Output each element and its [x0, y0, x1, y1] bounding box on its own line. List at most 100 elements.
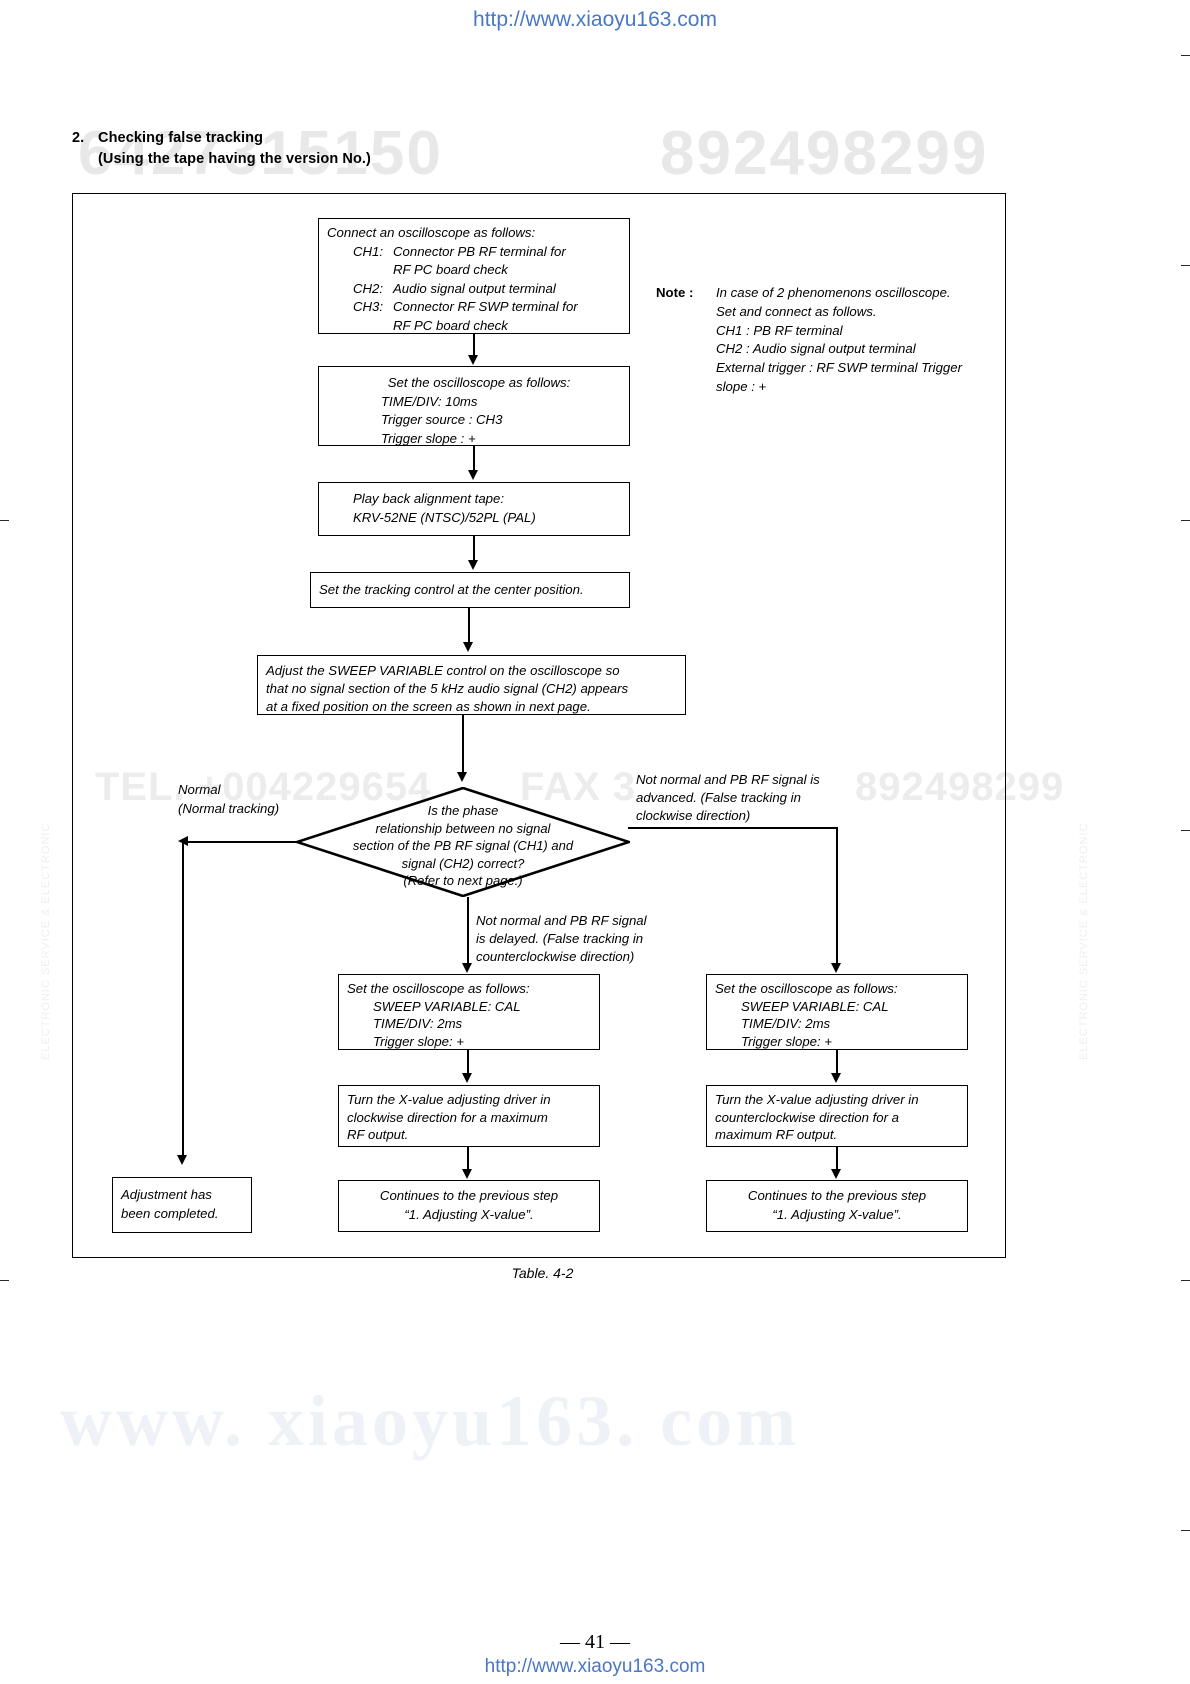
decision-line: signal (CH2) correct?	[401, 855, 525, 871]
decision-line: Is the phase	[427, 803, 499, 818]
branch-advanced-line2: advanced. (False tracking in	[636, 790, 801, 805]
note-line: CH1 : PB RF terminal	[716, 322, 843, 338]
branch-advanced-line1: Not normal and PB RF signal is	[636, 772, 820, 787]
box-connect-ch-row: RF PC board check	[393, 317, 508, 333]
connector-line	[473, 334, 475, 360]
note-keyword: Note :	[656, 285, 694, 300]
connector-line	[182, 841, 184, 1159]
connector-arrow-down	[462, 1073, 472, 1083]
box-scope-left-line: Trigger slope: +	[373, 1033, 465, 1049]
box-driver-left-line: RF output.	[347, 1127, 409, 1142]
box-connect-ch-row: RF PC board check	[393, 262, 508, 277]
box-continue-left-line: “1. Adjusting X-value”.	[404, 1206, 534, 1222]
section-number: 2.	[72, 130, 85, 146]
branch-label-advanced: Not normal and PB RF signal is advanced.…	[636, 771, 820, 825]
edge-tick	[1181, 520, 1190, 521]
connector-line	[467, 897, 469, 969]
connector-line	[836, 827, 838, 969]
box-driver-left-line: clockwise direction for a maximum	[347, 1109, 548, 1125]
watermark-ghost-right: 892498299	[660, 119, 989, 188]
box-connect-title: Connect an oscilloscope as follows:	[327, 225, 536, 240]
box-continue-right-line: “1. Adjusting X-value”.	[772, 1206, 902, 1222]
connector-arrow-down	[831, 963, 841, 973]
section-heading: 2. Checking false tracking (Using the tap…	[72, 128, 371, 170]
connector-line	[836, 1147, 838, 1173]
edge-tick	[1181, 1530, 1190, 1531]
branch-label-normal: Normal (Normal tracking)	[178, 781, 279, 818]
branch-advanced-line3: clockwise direction)	[636, 808, 751, 823]
box-sweep-adjust: Adjust the SWEEP VARIABLE control on the…	[257, 655, 686, 715]
edge-tick	[1181, 1280, 1190, 1281]
note-line: CH2 : Audio signal output terminal	[716, 341, 916, 357]
decision-line: section of the PB RF signal (CH1) and	[352, 838, 574, 853]
branch-normal-line1: Normal	[178, 782, 221, 797]
watermark-bottom-url: http://www.xiaoyu163.com	[484, 1656, 706, 1677]
decision-text: Is the phase relationship between no sig…	[296, 802, 630, 890]
box-scope-right: Set the oscilloscope as follows: SWEEP V…	[706, 974, 968, 1050]
edge-tick	[1181, 55, 1190, 56]
decision-line: relationship between no signal	[375, 820, 551, 836]
note-block: Note : In case of 2 phenomenons oscillos…	[656, 284, 1006, 397]
box-completed-line: Adjustment has	[121, 1187, 212, 1202]
watermark-side-right: ELECTRONIC SERVICE & ELECTRONIC	[1078, 822, 1090, 1060]
connector-line	[462, 715, 464, 775]
box-playback-line2: KRV-52NE (NTSC)/52PL (PAL)	[353, 509, 536, 525]
note-line: External trigger : RF SWP terminal Trigg…	[716, 360, 962, 376]
branch-delayed-line2: is delayed. (False tracking in	[476, 931, 644, 946]
box-scope-setup-line: Trigger slope : +	[381, 430, 476, 446]
box-driver-left-line: Turn the X-value adjusting driver in	[347, 1092, 551, 1107]
watermark-top-url: http://www.xiaoyu163.com	[473, 8, 717, 31]
edge-tick	[1181, 265, 1190, 266]
box-scope-left-title: Set the oscilloscope as follows:	[347, 981, 530, 996]
connector-arrow-down	[462, 1169, 472, 1179]
connector-line	[467, 1050, 469, 1078]
note-line: slope : +	[716, 378, 767, 394]
box-scope-right-line: SWEEP VARIABLE: CAL	[741, 998, 889, 1014]
decision-line: (Refer to next page.)	[403, 873, 523, 888]
connector-line	[182, 841, 298, 843]
branch-normal-line2: (Normal tracking)	[178, 800, 280, 816]
box-scope-setup-line: Trigger source : CH3	[381, 412, 503, 427]
box-sweep-adjust-line: Adjust the SWEEP VARIABLE control on the…	[266, 663, 620, 678]
box-connect-ch-row: CH2:Audio signal output terminal	[353, 280, 556, 296]
connector-arrow-down	[831, 1169, 841, 1179]
connector-arrow-down	[468, 355, 478, 365]
box-sweep-adjust-line: that no signal section of the 5 kHz audi…	[266, 681, 629, 696]
edge-tick	[0, 1280, 9, 1281]
box-driver-left: Turn the X-value adjusting driver in clo…	[338, 1085, 600, 1147]
connector-line	[473, 536, 475, 564]
branch-delayed-line3: counterclockwise direction)	[476, 949, 635, 964]
box-scope-right-title: Set the oscilloscope as follows:	[715, 981, 898, 996]
box-scope-left: Set the oscilloscope as follows: SWEEP V…	[338, 974, 600, 1050]
box-scope-setup-title: Set the oscilloscope as follows:	[387, 375, 571, 390]
box-playback-line1: Play back alignment tape:	[353, 491, 505, 506]
edge-tick	[0, 520, 9, 521]
box-completed-line: been completed.	[121, 1205, 219, 1221]
edge-tick	[1181, 830, 1190, 831]
flowchart-frame	[72, 193, 1006, 1258]
table-caption: Table. 4-2	[511, 1265, 574, 1281]
section-title: Checking false tracking	[98, 130, 264, 146]
box-continue-left: Continues to the previous step “1. Adjus…	[338, 1180, 600, 1232]
connector-arrow-down	[468, 470, 478, 480]
note-line: In case of 2 phenomenons oscilloscope.	[716, 285, 951, 300]
box-scope-setup-line: TIME/DIV: 10ms	[381, 393, 478, 409]
connector-line	[628, 827, 838, 829]
box-connect-ch-row: CH1:Connector PB RF terminal for	[353, 243, 566, 259]
box-scope-left-line: SWEEP VARIABLE: CAL	[373, 998, 521, 1014]
box-driver-right-line: counterclockwise direction for a	[715, 1109, 899, 1125]
section-subtitle: (Using the tape having the version No.)	[98, 151, 371, 167]
box-continue-right: Continues to the previous step “1. Adjus…	[706, 1180, 968, 1232]
watermark-site-large: www. xiaoyu163. com	[60, 1381, 800, 1461]
box-driver-right: Turn the X-value adjusting driver in cou…	[706, 1085, 968, 1147]
connector-arrow-down	[831, 1073, 841, 1083]
connector-arrow-down	[468, 560, 478, 570]
watermark-side-left: ELECTRONIC SERVICE & ELECTRONIC	[40, 822, 52, 1060]
connector-line	[473, 446, 475, 474]
connector-line	[467, 1147, 469, 1173]
connector-arrow-down	[462, 963, 472, 973]
box-scope-setup: Set the oscilloscope as follows: TIME/DI…	[318, 366, 630, 446]
box-adjustment-completed: Adjustment has been completed.	[112, 1177, 252, 1233]
box-scope-right-line: TIME/DIV: 2ms	[741, 1016, 831, 1031]
